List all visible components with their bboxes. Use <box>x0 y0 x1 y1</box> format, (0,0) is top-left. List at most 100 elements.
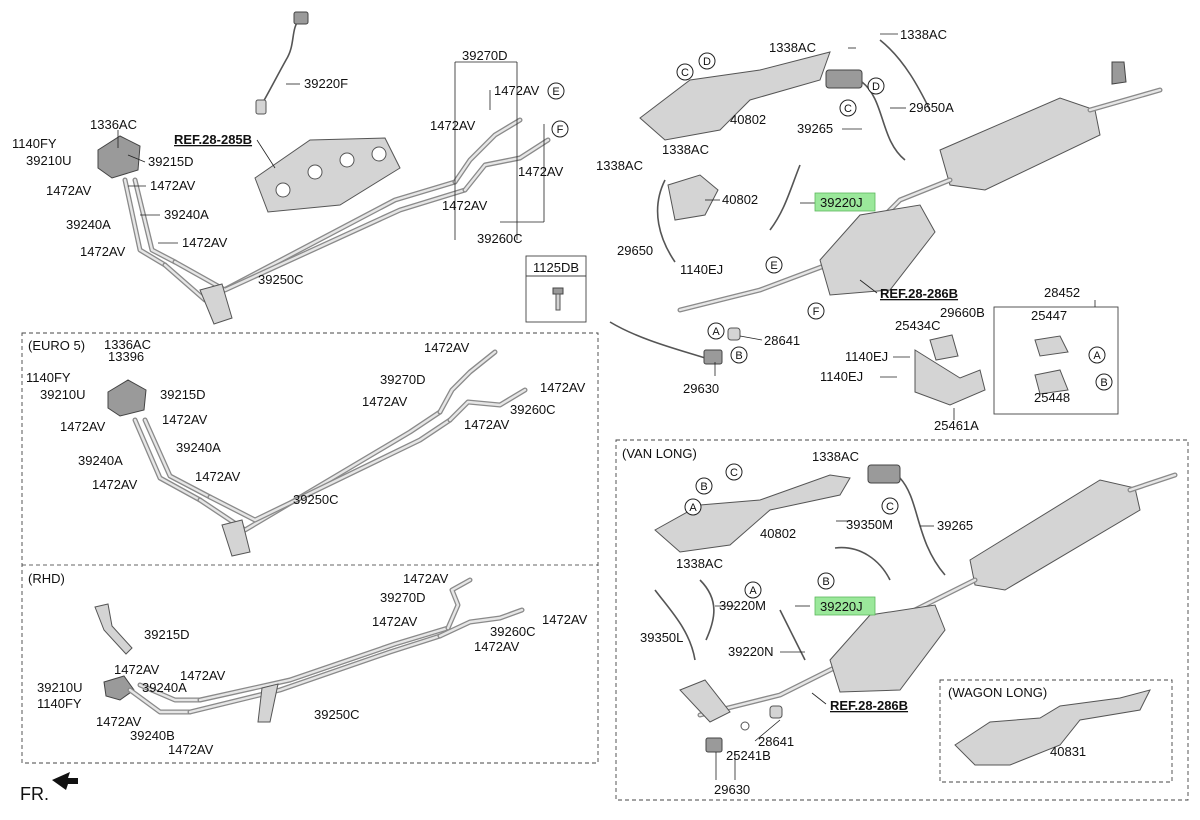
39220f-sensor-probe <box>255 99 267 115</box>
svg-text:B: B <box>1100 377 1107 389</box>
rhd-39250c-bracket <box>257 683 279 723</box>
label-1338ac-t1: 1338AC <box>769 40 816 55</box>
van-25241b-sensor <box>705 737 723 753</box>
svg-text:F: F <box>813 306 820 318</box>
40802-heat-shield <box>639 51 831 141</box>
svg-text:C: C <box>730 467 738 479</box>
circle-callouts: E F C D D C E F A B A B B C A C A B <box>547 52 1113 599</box>
label-1472av-r7: 1472AV <box>96 714 142 729</box>
label-39265-v: 39265 <box>937 518 973 533</box>
39220f-connector <box>293 11 309 25</box>
label-29650: 29650 <box>617 243 653 258</box>
label-1472av-r3: 1472AV <box>372 614 418 629</box>
euro5-rhd-section-frame <box>21 332 599 764</box>
van-front-pipe-flange <box>679 679 731 723</box>
label-28641-t: 28641 <box>764 333 800 348</box>
label-40831: 40831 <box>1050 744 1086 759</box>
ref-28-286b-link-top[interactable]: REF.28-286B <box>880 286 958 301</box>
label-39350m: 39350M <box>846 517 893 532</box>
29630-wire <box>609 321 706 359</box>
wagon-long-section-frame <box>939 679 1173 783</box>
svg-text:F: F <box>557 124 564 136</box>
label-39250c-r: 39250C <box>314 707 360 722</box>
callout-a-v1: A <box>684 498 702 516</box>
label-1472av-a7: 1472AV <box>518 164 564 179</box>
ref-28-285b-link[interactable]: REF.28-285B <box>174 132 252 147</box>
van-39265-sensor-module <box>867 464 901 484</box>
front-direction-arrow-icon <box>52 772 78 790</box>
callout-c-v1: C <box>725 463 743 481</box>
39215d-bracket <box>97 135 141 179</box>
svg-text:B: B <box>735 350 742 362</box>
label-39270d-e: 39270D <box>380 372 426 387</box>
label-39270d-a: 39270D <box>462 48 508 63</box>
label-39240a-e1: 39240A <box>78 453 123 468</box>
callout-f-mid: F <box>807 302 825 320</box>
label-39270d-r: 39270D <box>380 590 426 605</box>
rear-muffler <box>939 97 1101 191</box>
1125db-part-box <box>525 255 587 323</box>
label-1472av-r1: 1472AV <box>403 571 449 586</box>
label-1472av-a2: 1472AV <box>150 178 196 193</box>
rhd-39215d-bracket <box>94 603 133 655</box>
label-39240a-a1: 39240A <box>66 217 111 232</box>
29630-sensor <box>703 349 723 365</box>
label-39220j-t: 39220J <box>820 195 863 210</box>
label-39215d-r: 39215D <box>144 627 190 642</box>
label-39240a-a2: 39240A <box>164 207 209 222</box>
svg-text:C: C <box>681 67 689 79</box>
callout-f-top: F <box>551 120 569 138</box>
svg-text:A: A <box>689 502 697 514</box>
van-rear-muffler <box>969 479 1141 591</box>
van-long-exhaust-assembly <box>654 464 1178 753</box>
39250c-bracket <box>199 283 233 325</box>
label-1472av-a6: 1472AV <box>430 118 476 133</box>
callout-b-v2: B <box>817 572 835 590</box>
label-39240a-r: 39240A <box>142 680 187 695</box>
25461a-bracket <box>914 349 986 406</box>
label-1140ej-t: 1140EJ <box>680 262 723 277</box>
label-1472av-a1: 1472AV <box>46 183 92 198</box>
label-1472av-e6: 1472AV <box>540 380 586 395</box>
29650-wire <box>656 179 676 263</box>
label-39210u-e: 39210U <box>40 387 86 402</box>
1125db-bolt-icon <box>552 287 564 311</box>
front-direction-label: FR. <box>20 784 49 804</box>
euro5-39215d-bracket <box>107 379 147 417</box>
label-1472av-e2: 1472AV <box>162 412 208 427</box>
label-29650a: 29650A <box>909 100 954 115</box>
label-1338ac-v2: 1338AC <box>676 556 723 571</box>
28452-kit-box <box>993 306 1119 415</box>
label-1472av-r4: 1472AV <box>474 639 520 654</box>
svg-text:C: C <box>886 501 894 513</box>
van-39220n-wire <box>779 609 806 661</box>
label-1140ej-r2: 1140EJ <box>820 369 863 384</box>
svg-text:D: D <box>872 81 880 93</box>
39220j-sensor-wire <box>769 164 801 231</box>
label-25447: 25447 <box>1031 308 1067 323</box>
section-title-euro5: (EURO 5) <box>28 338 85 353</box>
label-1336ac-a: 1336AC <box>90 117 137 132</box>
rhd-egr-assembly <box>94 577 525 723</box>
label-29630-v: 29630 <box>714 782 750 797</box>
39220j-van-highlight <box>814 596 876 616</box>
van-39350l-wire <box>654 589 696 661</box>
van-39265-wire <box>899 477 946 576</box>
ref-28-286b-link-van[interactable]: REF.28-286B <box>830 698 908 713</box>
callout-a-v2: A <box>744 581 762 599</box>
label-1336ac-e: 1336AC <box>104 337 151 352</box>
callout-a-r: A <box>1088 346 1106 364</box>
part-labels: 39220F REF.28-285B 1336AC 1140FY 39210U … <box>12 27 1086 804</box>
svg-text:A: A <box>712 326 720 338</box>
label-13396: 13396 <box>108 349 144 364</box>
svg-text:A: A <box>1093 350 1101 362</box>
manifold-port-4 <box>371 146 387 162</box>
label-40802-t: 40802 <box>730 112 766 127</box>
39220f-sensor-wire <box>261 17 301 105</box>
tail-hanger <box>1111 61 1127 85</box>
label-39260c-e: 39260C <box>510 402 556 417</box>
label-39250c-e: 39250C <box>293 492 339 507</box>
label-1472av-a3: 1472AV <box>80 244 126 259</box>
svg-text:C: C <box>844 103 852 115</box>
